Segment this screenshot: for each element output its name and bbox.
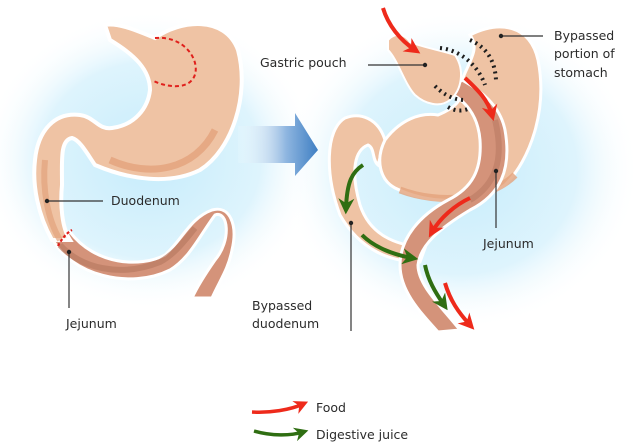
normal-anatomy — [32, 22, 244, 300]
svg-text:stomach: stomach — [554, 65, 608, 80]
svg-text:Digestive juice: Digestive juice — [316, 427, 408, 442]
juice-legend-arrow — [253, 427, 309, 442]
staple-line-lower — [447, 105, 471, 113]
food-arrow-4 — [443, 282, 475, 330]
staple-line-pouch-top — [439, 46, 487, 86]
transition-arrow — [238, 113, 318, 176]
cut-line-duodenum — [57, 229, 73, 247]
svg-text:Food: Food — [316, 400, 346, 415]
svg-text:duodenum: duodenum — [252, 316, 319, 331]
legend-item-food: Food — [251, 400, 346, 415]
svg-text:Bypassed: Bypassed — [554, 28, 614, 43]
left-stomach — [32, 22, 244, 242]
bypassed-stomach-label: Bypassed portion of stomach — [498, 28, 615, 80]
food-arrow-3 — [428, 196, 471, 238]
jejunum-left-label: Jejunum — [65, 249, 117, 331]
svg-text:portion of: portion of — [554, 46, 615, 61]
staple-line-stomach — [469, 38, 498, 81]
duodenum-label: Duodenum — [44, 193, 180, 208]
food-arrow-2 — [463, 76, 498, 122]
juice-arrow-2 — [360, 233, 419, 265]
svg-text:Gastric pouch: Gastric pouch — [260, 55, 347, 70]
legend: Food Digestive juice — [251, 400, 408, 442]
juice-arrow-1 — [338, 163, 365, 215]
food-legend-arrow — [251, 401, 309, 414]
svg-text:Jejunum: Jejunum — [65, 316, 117, 331]
svg-text:Duodenum: Duodenum — [111, 193, 180, 208]
food-arrow-1 — [381, 7, 421, 54]
cut-line-stomach — [151, 36, 197, 88]
bypass-anatomy — [327, 7, 543, 334]
svg-text:Jejunum: Jejunum — [482, 236, 534, 251]
jejunum-right-label: Jejunum — [482, 168, 534, 251]
juice-arrow-3 — [423, 264, 448, 311]
bypassed-duodenum-label: Bypassed duodenum — [252, 220, 354, 331]
gastric-pouch-label: Gastric pouch — [260, 55, 428, 70]
legend-item-digestive-juice: Digestive juice — [253, 427, 408, 442]
svg-text:Bypassed: Bypassed — [252, 298, 312, 313]
staple-line-pouch-bottom — [433, 84, 466, 102]
